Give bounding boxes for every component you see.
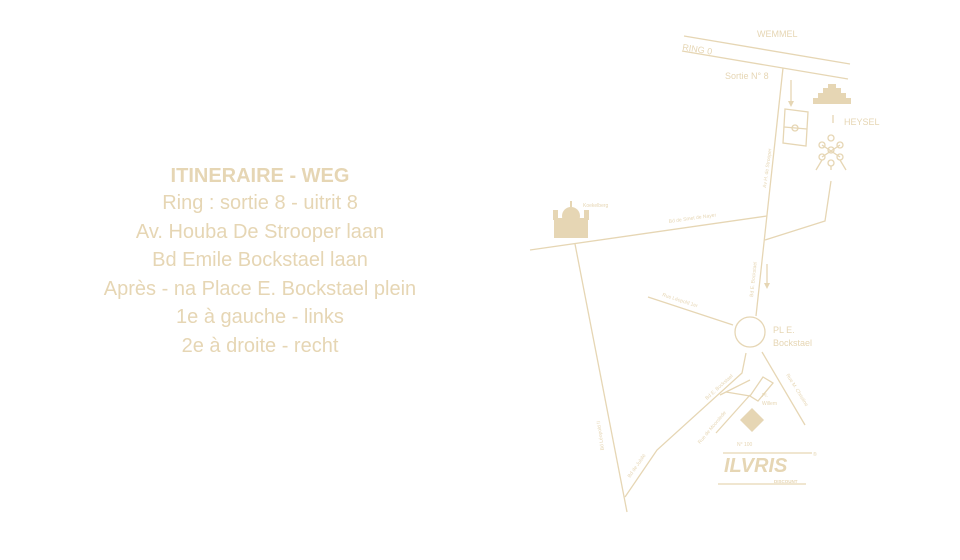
label-place-1: PL E. [773,325,795,335]
logo-ilvris: ILVRIS [724,455,788,477]
atomium-icon [815,134,847,171]
itinerary-step: Ring : sortie 8 - uitrit 8 [162,192,358,214]
label-rue-moorslede: Rue de Moorslede [697,410,728,445]
side-road [725,391,751,397]
heysel-road [764,180,832,241]
bd-smet-road [529,215,768,251]
heysel-building-icon [813,84,851,104]
logo-discount: DISCOUNT [774,479,798,484]
label-rue-christine: Rue M. Christine [784,373,809,408]
itinerary-step: Bd Emile Bockstael laan [152,249,368,271]
label-bd-bockstael-south: Bd E. Bockstael [704,373,734,401]
label-heysel: HEYSEL [844,117,880,127]
destination-building [740,408,764,432]
av-strooper-road [755,67,784,317]
label-koekelberg: Koekelberg [583,203,609,209]
side-road [719,379,751,396]
ring-road-south [681,50,849,80]
basilica-icon [553,201,589,238]
rue-moorslede-road [715,394,751,434]
label-bd-leopold2: Bd Léopold II [596,421,606,451]
label-pl-willem-1: Pl. [762,393,768,399]
arrowhead-icon [764,283,770,289]
label-exit: Sortie N° 8 [725,71,769,81]
itinerary-step: 1e à gauche - links [176,306,344,328]
logo-registered: ® [813,451,817,458]
place-willem-block [749,376,774,402]
label-number: N° 100 [737,442,753,448]
label-rue-leopold: Rue Léopold 1er [661,292,698,309]
label-bd-jubile: Bd de Jubilé [627,453,648,479]
rue-christine-road [761,351,806,426]
stadium-icon [782,108,809,147]
label-place-2: Bockstael [773,338,812,348]
label-wemmel: WEMMEL [757,29,798,39]
label-bd-bockstael-north: Bd E. Bockstael [749,261,759,297]
label-pl-willem-2: Willem [762,401,777,407]
place-bockstael-circle [734,316,766,348]
bd-bockstael-south-road [624,352,747,498]
label-av-strooper: Av H. de Strooper [762,148,774,188]
itinerary-title: ITINERAIRE - WEG [170,165,350,187]
itinerary-step: 2e à droite - recht [181,334,339,357]
itinerary-step: Av. Houba De Strooper laan [135,220,385,243]
itinerary-step: Après - na Place E. Bockstael plein [103,277,417,300]
ring-road-north [683,35,851,65]
arrowhead-icon [788,101,794,107]
rue-leopold-road [647,296,734,326]
bd-leopold2-road [574,243,628,513]
label-ring: RING 0 [682,42,713,57]
itinerary: ITINERAIRE - WEG Ring : sortie 8 - uitri… [60,163,460,360]
label-bd-smet: Bd de Smet de Nayer [668,212,717,225]
